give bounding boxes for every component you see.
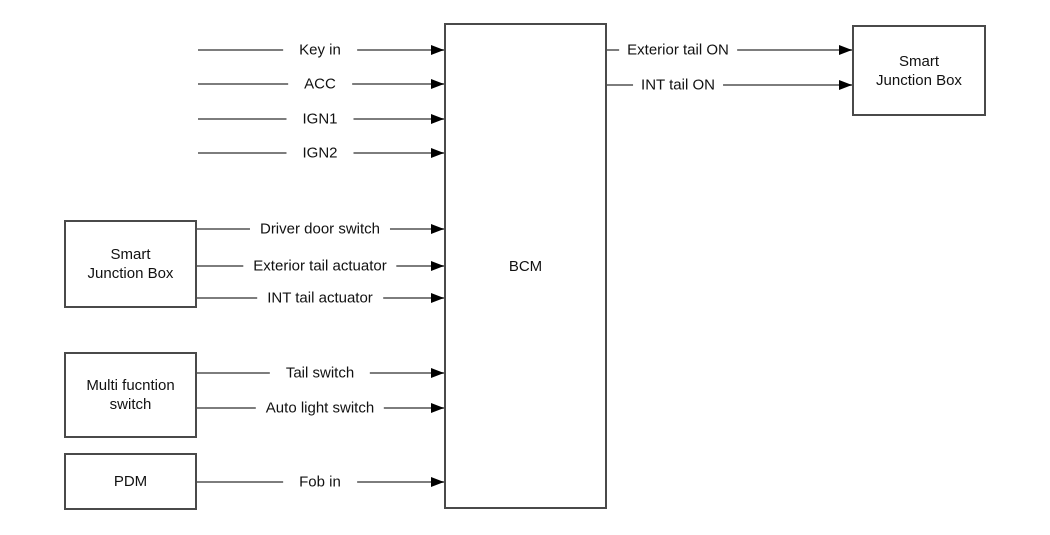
input-label-exterior-tail-actuator: Exterior tail actuator (243, 257, 397, 275)
multi-function-switch-box-label: Multi fucntion switch (86, 377, 175, 413)
input-label-acc: ACC (288, 75, 352, 93)
arrowhead-icon (431, 224, 444, 234)
bcm-box: BCM (444, 23, 607, 509)
arrowhead-icon (431, 148, 444, 158)
arrowhead-icon (839, 80, 852, 90)
arrowhead-icon (839, 45, 852, 55)
output-label-int-tail-on: INT tail ON (633, 76, 723, 94)
pdm-box: PDM (64, 453, 197, 510)
smart-junction-box-right-label: Smart Junction Box (876, 52, 962, 89)
arrowhead-icon (431, 79, 444, 89)
smart-junction-box-left: Smart Junction Box (64, 220, 197, 308)
input-label-tail-switch: Tail switch (269, 364, 371, 382)
input-label-key-in: Key in (283, 41, 357, 59)
input-label-ign2: IGN2 (286, 144, 354, 162)
multi-function-switch-box: Multi fucntion switch (64, 352, 197, 438)
arrowhead-icon (431, 261, 444, 271)
input-label-driver-door-switch: Driver door switch (249, 220, 391, 238)
arrowhead-icon (431, 477, 444, 487)
output-label-exterior-tail-on: Exterior tail ON (619, 41, 737, 59)
arrowhead-icon (431, 368, 444, 378)
arrowhead-icon (431, 114, 444, 124)
arrowhead-icon (431, 403, 444, 413)
smart-junction-box-left-label: Smart Junction Box (87, 246, 174, 282)
input-label-fob-in: Fob in (283, 473, 357, 491)
input-label-auto-light-switch: Auto light switch (255, 399, 385, 417)
pdm-box-label: PDM (113, 473, 148, 490)
input-label-int-tail-actuator: INT tail actuator (257, 289, 383, 307)
input-label-ign1: IGN1 (286, 110, 354, 128)
output-wire-int-tail-on (607, 84, 852, 86)
bcm-box-label: BCM (508, 257, 543, 275)
arrowhead-icon (431, 293, 444, 303)
smart-junction-box-right: Smart Junction Box (852, 25, 986, 116)
arrowhead-icon (431, 45, 444, 55)
